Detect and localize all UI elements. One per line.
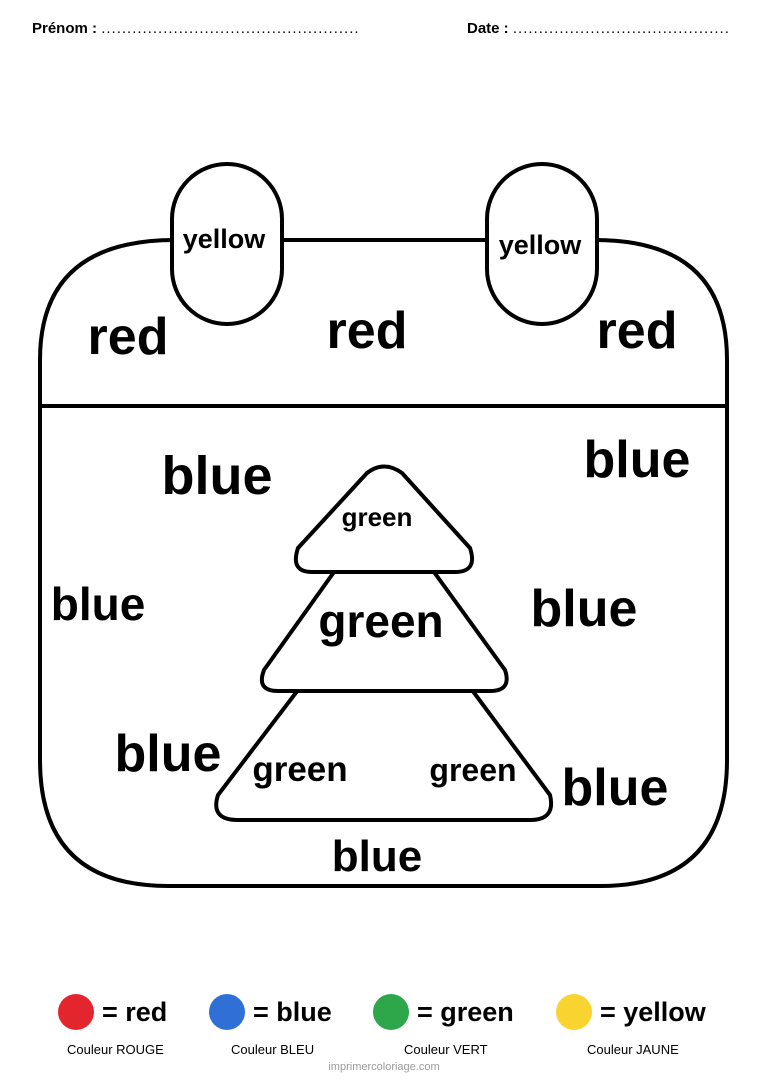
legend-blue-caption: Couleur BLEU [231, 1042, 315, 1057]
legend-green-word: = green [417, 996, 514, 1027]
tree-top-tier[interactable] [293, 464, 475, 574]
left-tab[interactable] [170, 162, 284, 326]
name-label: Prénom : [32, 20, 98, 37]
date-label: Date : [467, 20, 509, 37]
green-swatch-icon [373, 994, 409, 1030]
legend-blue-word: = blue [253, 996, 332, 1027]
legend-red-word: = red [102, 996, 168, 1027]
site-footer[interactable]: imprimercoloriage.com [328, 1061, 440, 1073]
tree-bottom-right-label: green [429, 752, 516, 788]
date-dots: ........................................… [512, 20, 730, 37]
legend-red-caption: Couleur ROUGE [67, 1042, 164, 1057]
tree-top-label: green [342, 502, 413, 532]
blue-swatch-icon [209, 994, 245, 1030]
legend-blue: = blue Couleur BLEU [209, 992, 389, 1057]
legend-green-caption: Couleur VERT [404, 1042, 488, 1057]
legend-yellow-word: = yellow [600, 996, 706, 1027]
legend-yellow-caption: Couleur JAUNE [587, 1042, 679, 1057]
blue-bottom-label: blue [332, 832, 422, 881]
tree-bottom-left-label: green [252, 750, 347, 789]
top-right-label: red [597, 302, 678, 360]
blue-mid-left-label: blue [51, 578, 146, 630]
name-dots: ........................................… [101, 20, 360, 37]
tree-middle-tier[interactable] [259, 570, 509, 693]
tree-bottom-tier[interactable] [214, 688, 553, 822]
tree-middle-label: green [318, 595, 443, 647]
top-center-label: red [327, 302, 408, 360]
legend-red: = red Couleur ROUGE [58, 992, 238, 1057]
top-left-label: red [88, 308, 169, 366]
legend-yellow: = yellow Couleur JAUNE [556, 992, 736, 1057]
blue-mid-right-label: blue [531, 580, 638, 638]
color-legend: = red Couleur ROUGE = blue Couleur BLEU … [0, 992, 768, 1072]
blue-upper-right-label: blue [584, 431, 691, 489]
tab-right-label: yellow [499, 230, 583, 260]
right-tab[interactable] [485, 162, 599, 326]
name-field[interactable]: Prénom : ...............................… [32, 20, 360, 37]
yellow-swatch-icon [556, 994, 592, 1030]
date-field[interactable]: Date : .................................… [467, 20, 730, 37]
blue-upper-left-label: blue [161, 446, 272, 506]
blue-lower-right-label: blue [562, 759, 669, 817]
red-swatch-icon [58, 994, 94, 1030]
tab-left-label: yellow [183, 224, 267, 254]
legend-green: = green Couleur VERT [373, 992, 553, 1057]
blue-lower-left-label: blue [115, 725, 222, 783]
